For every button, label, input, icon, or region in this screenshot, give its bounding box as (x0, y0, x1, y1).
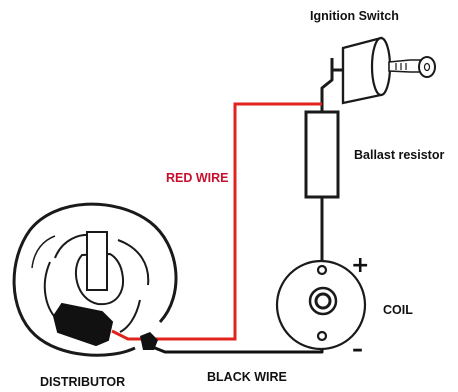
ballast-resistor (304, 110, 340, 199)
switch-to-ballast-wire (320, 70, 334, 112)
coil-negative-terminal (316, 330, 328, 342)
red-wire (155, 102, 322, 341)
distributor-housing (12, 202, 178, 357)
switch-terminal (330, 58, 343, 72)
switch-face (370, 36, 392, 97)
key-blade (388, 59, 421, 73)
black-wire-label: BLACK WIRE (207, 370, 287, 384)
plus-sign: + (351, 253, 369, 278)
coil (275, 259, 367, 351)
ignition-module (52, 302, 114, 347)
red-wire-label: RED WIRE (166, 171, 229, 185)
distributor (12, 202, 178, 357)
coil-center (314, 292, 332, 310)
minus-sign: – (352, 337, 363, 362)
rotor-arm (86, 231, 108, 291)
ignition-switch-label: Ignition Switch (310, 9, 399, 23)
coil-label: COIL (383, 303, 413, 317)
distributor-label: DISTRIBUTOR (40, 375, 125, 389)
coil-positive-terminal (316, 264, 328, 276)
wire-grommet (140, 332, 158, 350)
ignition-switch (330, 36, 436, 105)
ballast-resistor-label: Ballast resistor (354, 148, 444, 162)
